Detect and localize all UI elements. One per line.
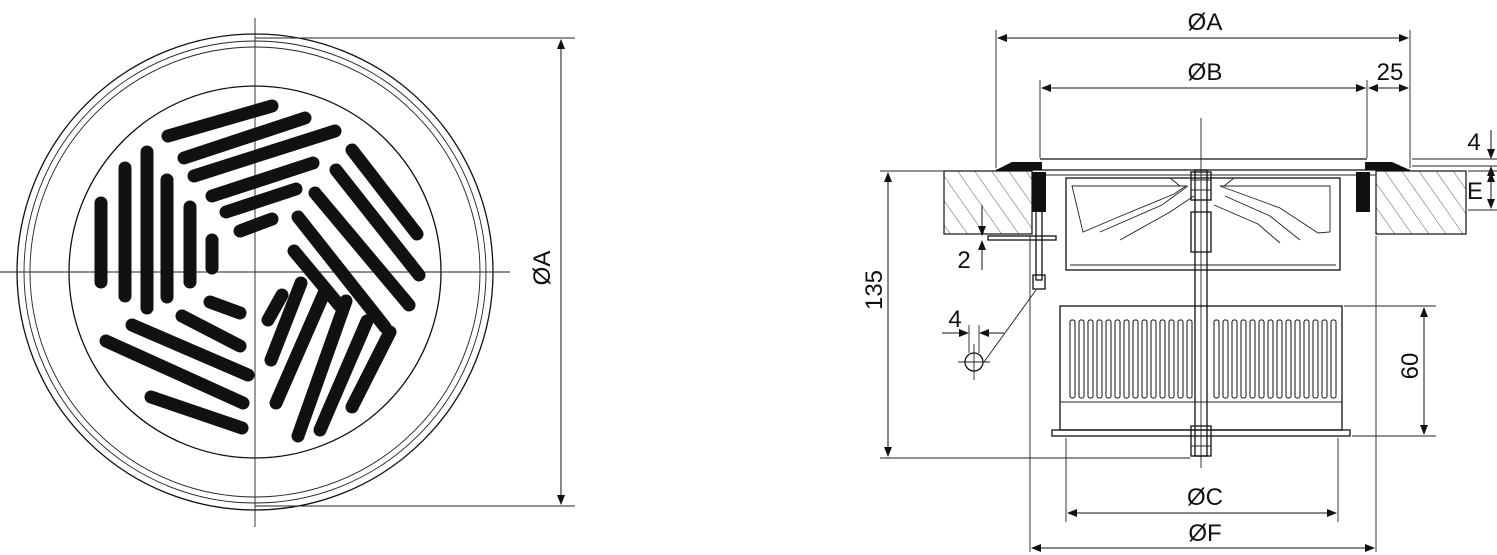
rod-nut-bottom (1190, 425, 1212, 457)
faceplate-left-flange (996, 162, 1042, 170)
perforation-slot (1168, 319, 1175, 399)
dim-4-top-label: 4 (1467, 129, 1480, 156)
dim-B-label: ØB (1188, 59, 1223, 86)
dim-135-label: 135 (861, 270, 888, 310)
dim-F-label: ØF (1188, 520, 1221, 547)
rod-nut-top (1190, 171, 1212, 201)
front-dim-A-label: ØA (529, 251, 556, 286)
perforation-slot (1294, 319, 1301, 399)
dim-4-detail-label: 4 (948, 306, 961, 333)
perforation-slot (1222, 319, 1229, 399)
dim-C-label: ØC (1187, 484, 1223, 511)
hanger-clip (1032, 274, 1046, 290)
perforation-slot (1078, 319, 1085, 399)
dim-25-label: 25 (1377, 59, 1404, 86)
seal-left (1032, 172, 1046, 212)
perforation-slot (1087, 319, 1094, 399)
perforation-slot (1177, 319, 1184, 399)
hanger-rod (1035, 195, 1043, 281)
hanger-bracket (987, 235, 1057, 241)
faceplate-right-flange (1365, 162, 1410, 170)
perforation-slot (1330, 319, 1337, 399)
perforation-slot (1096, 319, 1103, 399)
hanger-leader (983, 289, 1037, 363)
perforation-slot (1285, 319, 1292, 399)
perforation-slot (1123, 319, 1130, 399)
perforation-slot (1141, 319, 1148, 399)
perforation-slot (1303, 319, 1310, 399)
perforation-slot (1312, 319, 1319, 399)
slot-group-left (94, 145, 219, 315)
ceiling-panel-right (1375, 170, 1467, 235)
perforation-slot (1186, 319, 1193, 399)
slot-group-top (161, 99, 342, 238)
perforation-slot (1069, 319, 1076, 399)
slot-group-bottom-right (261, 276, 397, 443)
perforation-slot (1249, 319, 1256, 399)
perforation-slot (1321, 319, 1328, 399)
dim-60-label: 60 (1397, 353, 1424, 380)
dim-E-label: E (1467, 178, 1483, 205)
perforation-slot (1258, 319, 1265, 399)
perforation-slot (1231, 319, 1238, 399)
perforation-slot (1150, 319, 1157, 399)
perforation-slot (1240, 319, 1247, 399)
side-view: 4 ØA ØB 25 4 E 2 (861, 9, 1497, 552)
perforation-slot (1159, 319, 1166, 399)
front-view: ØA (0, 18, 575, 527)
dim-2-label: 2 (957, 247, 970, 274)
perforation-slot (1132, 319, 1139, 399)
slot-group-bottom-left (99, 295, 255, 435)
cylinder-base-plate (1051, 429, 1351, 437)
perforation-slot (1213, 319, 1220, 399)
slot-group-right (287, 143, 426, 334)
plenum-body (1065, 177, 1341, 271)
perforation-slot (1267, 319, 1274, 399)
perforation-slot (1114, 319, 1121, 399)
swirl-blades (1071, 177, 1331, 244)
seal-right (1356, 172, 1370, 212)
ceiling-panel-left (943, 170, 1033, 235)
perforation-slot (1276, 319, 1283, 399)
perforation-slot (1105, 319, 1112, 399)
side-dim-A-label: ØA (1188, 9, 1223, 36)
perforation-slots (1069, 319, 1337, 399)
rod-nut-mid (1190, 211, 1212, 253)
